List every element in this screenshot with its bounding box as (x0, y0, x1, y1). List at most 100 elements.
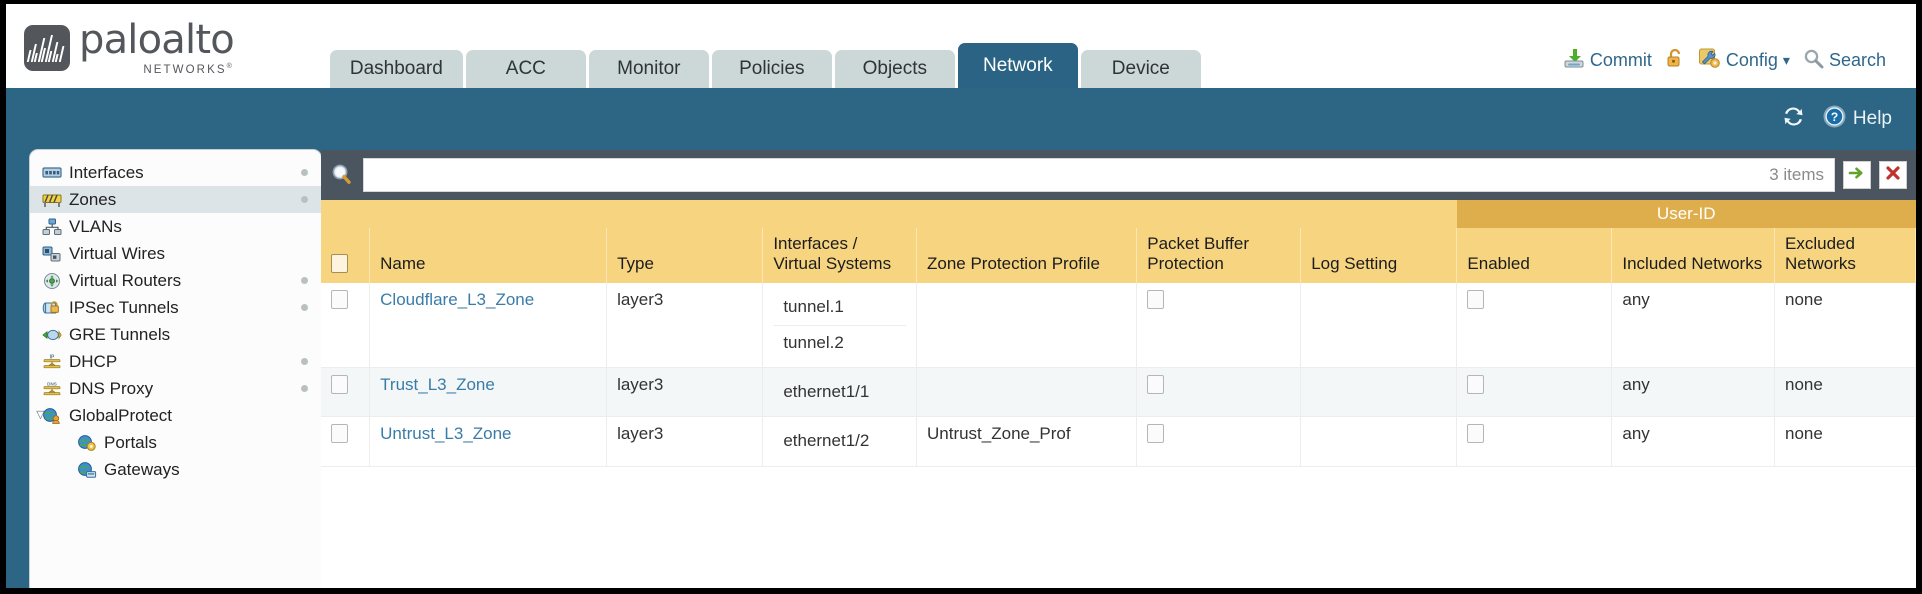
packet-buffer-protection-checkbox[interactable] (1147, 290, 1165, 310)
sidebar-item-ipsec-tunnels[interactable]: IPSec Tunnels (30, 294, 321, 321)
col-header-included-networks[interactable]: Included Networks (1611, 228, 1776, 284)
sidebar-item-globalprotect[interactable]: ▽ GlobalProtect (30, 402, 321, 429)
row-select-cell (321, 283, 371, 368)
cell-log-setting (1300, 367, 1458, 418)
sidebar-item-label: Zones (69, 189, 117, 209)
body-area: Interfaces Zones VLANs Vir (6, 150, 1916, 588)
cell-type: layer3 (606, 416, 764, 467)
search-magnifier-icon[interactable] (329, 162, 355, 188)
sub-header-banner: ? Help (6, 88, 1916, 150)
unlock-button[interactable] (1665, 47, 1685, 74)
dhcp-icon: IP (42, 353, 62, 371)
userid-enabled-checkbox[interactable] (1467, 290, 1485, 310)
sidebar-item-virtual-wires[interactable]: Virtual Wires (30, 240, 321, 267)
table-row[interactable]: Cloudflare_L3_Zone layer3 tunnel.1 tunne… (321, 283, 1916, 368)
zone-name-link[interactable]: Trust_L3_Zone (380, 374, 495, 394)
sidebar-item-portals[interactable]: Portals (30, 429, 321, 456)
gre-tunnels-icon (42, 326, 62, 344)
commit-button[interactable]: Commit (1563, 47, 1652, 74)
sidebar-item-dhcp[interactable]: IP DHCP (30, 348, 321, 375)
cell-userid-enabled (1456, 416, 1613, 467)
status-dot (301, 277, 308, 284)
cell-zone-protection-profile (916, 283, 1138, 368)
ipsec-tunnels-icon (42, 299, 62, 317)
apply-filter-button[interactable] (1843, 161, 1871, 189)
packet-buffer-protection-checkbox[interactable] (1147, 374, 1165, 394)
main-tab-bar: Dashboard ACC Monitor Policies Objects N… (329, 43, 1201, 88)
search-input[interactable] (374, 165, 1760, 185)
sidebar-item-label: Interfaces (69, 162, 144, 182)
sidebar-item-dns-proxy[interactable]: DNS DNS Proxy (30, 375, 321, 402)
tab-label: Device (1111, 58, 1170, 79)
tab-monitor[interactable]: Monitor (588, 50, 709, 88)
tab-label: Objects (862, 58, 928, 79)
col-header-log-setting[interactable]: Log Setting (1300, 228, 1458, 284)
row-select-cell (321, 367, 371, 418)
packet-buffer-protection-checkbox[interactable] (1147, 424, 1165, 444)
tab-policies[interactable]: Policies (711, 50, 832, 88)
table-row[interactable]: Trust_L3_Zone layer3 ethernet1/1 (321, 367, 1916, 418)
row-checkbox[interactable] (331, 374, 348, 394)
cell-excluded-networks: none (1774, 367, 1916, 418)
userid-enabled-checkbox[interactable] (1467, 374, 1485, 394)
virtual-routers-icon (42, 272, 62, 290)
search-magnifier-icon (1803, 48, 1824, 74)
help-button[interactable]: ? Help (1822, 104, 1892, 135)
col-header-excluded-networks[interactable]: Excluded Networks (1774, 228, 1916, 284)
tab-dashboard[interactable]: Dashboard (329, 50, 463, 88)
cell-type: layer3 (606, 367, 764, 418)
sidebar-item-zones[interactable]: Zones (30, 186, 321, 213)
cell-userid-enabled (1456, 283, 1613, 368)
sidebar-item-interfaces[interactable]: Interfaces (30, 159, 321, 186)
search-button[interactable]: Search (1803, 48, 1886, 74)
cell-interfaces: ethernet1/1 (762, 367, 917, 418)
tab-acc[interactable]: ACC (465, 50, 586, 88)
cell-zone-protection-profile (916, 367, 1138, 418)
config-dropdown[interactable]: Config ▾ (1698, 47, 1790, 74)
zone-name-link[interactable]: Cloudflare_L3_Zone (380, 290, 535, 310)
userid-enabled-checkbox[interactable] (1467, 424, 1485, 444)
search-field-wrapper[interactable]: 3 items (363, 158, 1835, 192)
group-header-userid: User-ID (1456, 200, 1916, 229)
row-checkbox[interactable] (331, 424, 348, 444)
header-actions: Commit (1563, 47, 1916, 88)
sidebar-item-vlans[interactable]: VLANs (30, 213, 321, 240)
tab-label: ACC (505, 58, 546, 79)
chevron-down-icon[interactable]: ▽ (36, 409, 45, 421)
sidebar-item-gateways[interactable]: Gateways (30, 456, 321, 483)
sidebar-item-label: DHCP (69, 351, 118, 371)
sidebar-item-label: Virtual Routers (69, 270, 182, 290)
group-header-spacer (321, 200, 1457, 229)
zone-name-link[interactable]: Untrust_L3_Zone (380, 424, 512, 444)
tab-label: Policies (739, 58, 805, 79)
cell-interfaces: ethernet1/2 (762, 416, 917, 467)
sidebar-item-virtual-routers[interactable]: Virtual Routers (30, 267, 321, 294)
config-wrench-icon (1698, 47, 1721, 74)
col-header-interfaces[interactable]: Interfaces / Virtual Systems (762, 228, 917, 284)
tab-network[interactable]: Network (957, 43, 1078, 88)
zones-table-container: User-ID Name Type Interfaces / Virtual S… (321, 200, 1916, 588)
refresh-icon[interactable] (1781, 104, 1806, 134)
commit-download-icon (1563, 47, 1585, 74)
vlans-icon (42, 218, 62, 236)
select-all-header (321, 228, 371, 284)
sidebar-item-gre-tunnels[interactable]: GRE Tunnels (30, 321, 321, 348)
status-dot (301, 169, 308, 176)
tab-device[interactable]: Device (1080, 50, 1201, 88)
tab-objects[interactable]: Objects (834, 50, 955, 88)
brand-tagline: NETWORKS® (143, 62, 234, 76)
interface-item: ethernet1/2 (783, 431, 870, 451)
col-header-packet-buffer-protection[interactable]: Packet Buffer Protection (1136, 228, 1302, 284)
table-row[interactable]: Untrust_L3_Zone layer3 ethernet1/2 Untru… (321, 416, 1916, 467)
green-arrow-icon (1847, 163, 1867, 188)
table-group-header-row: User-ID (321, 200, 1916, 229)
col-header-name[interactable]: Name (369, 228, 608, 284)
top-header: paloalto NETWORKS® Dashboard ACC Monitor… (6, 4, 1916, 88)
col-header-zone-protection-profile[interactable]: Zone Protection Profile (916, 228, 1138, 284)
clear-filter-button[interactable] (1879, 161, 1907, 189)
row-checkbox[interactable] (331, 290, 348, 310)
sidebar-item-label: IPSec Tunnels (69, 297, 179, 317)
col-header-userid-enabled[interactable]: Enabled (1456, 228, 1613, 284)
select-all-checkbox[interactable] (331, 254, 348, 274)
col-header-type[interactable]: Type (606, 228, 764, 284)
